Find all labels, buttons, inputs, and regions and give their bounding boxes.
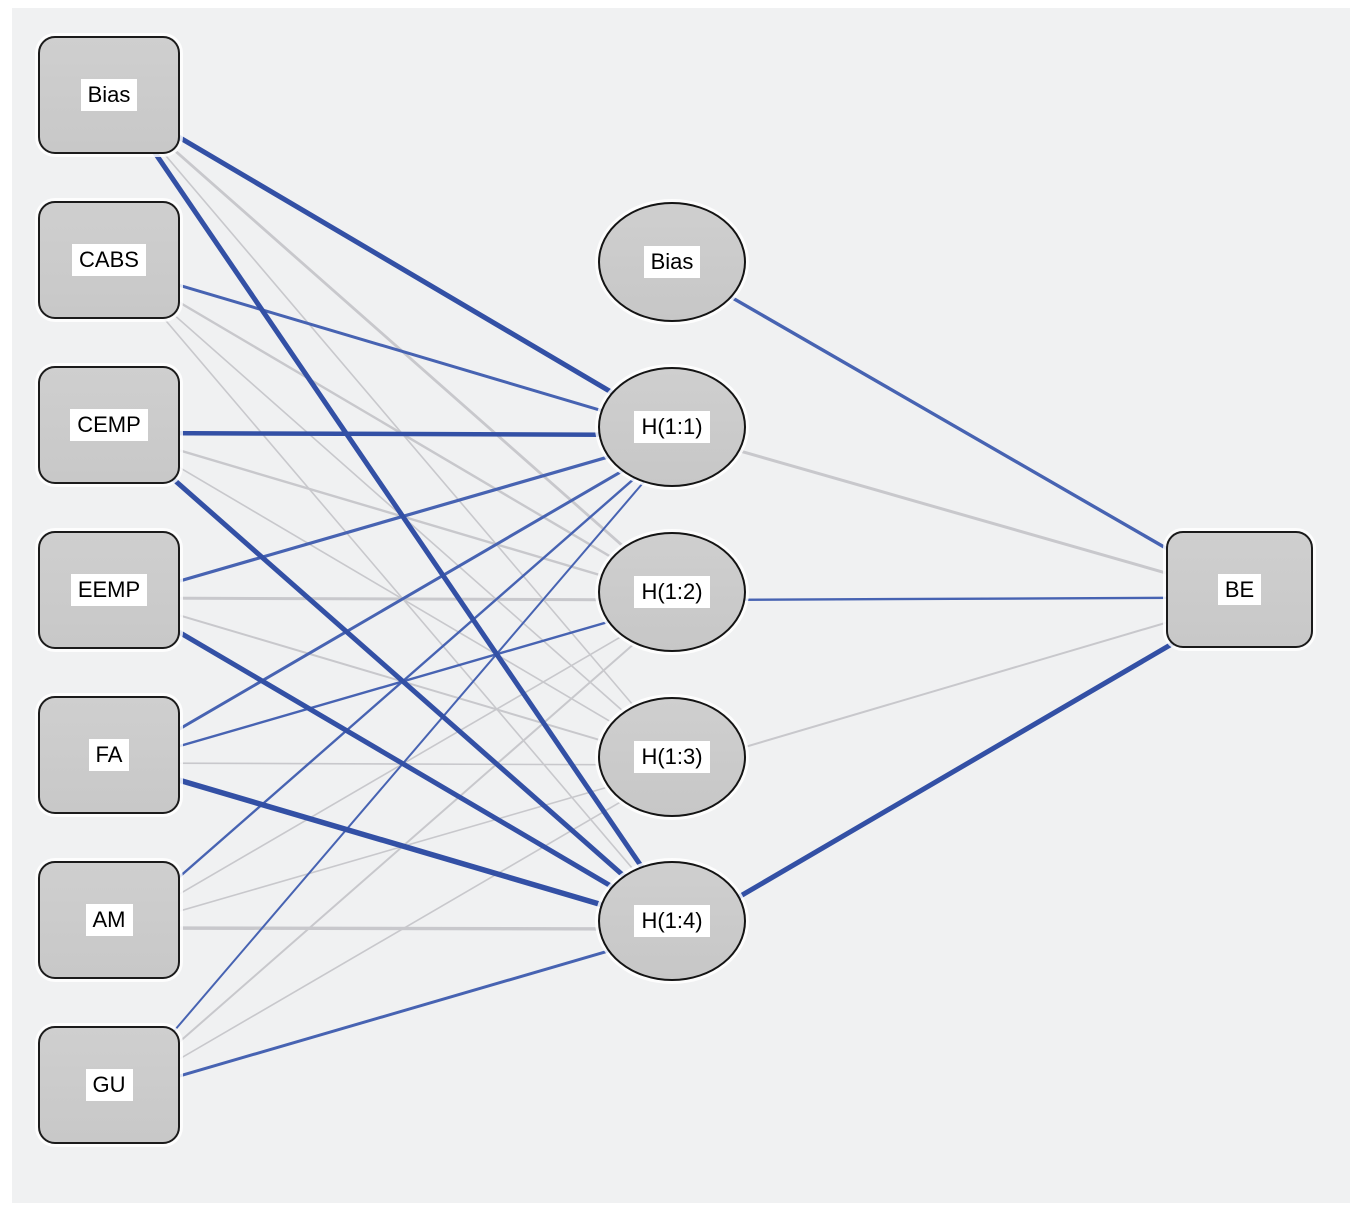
connection-bias_i-h12 bbox=[120, 101, 685, 602]
connection-gu-h12 bbox=[120, 599, 685, 1094]
connection-eemp-h13 bbox=[120, 597, 685, 766]
output-node-be: BE bbox=[1166, 531, 1313, 648]
node-label: EEMP bbox=[70, 574, 148, 606]
connection-fa-h14 bbox=[120, 760, 685, 932]
node-label: CEMP bbox=[70, 409, 148, 441]
connection-cabs-h13 bbox=[120, 267, 685, 766]
node-label: Bias bbox=[80, 79, 138, 111]
input-node-bias: Bias bbox=[38, 36, 180, 154]
hidden-node-bias: Bias bbox=[598, 202, 746, 322]
node-label: GU bbox=[85, 1069, 133, 1101]
node-label: BE bbox=[1217, 573, 1262, 606]
connection-cemp-h14 bbox=[119, 431, 686, 931]
node-label: AM bbox=[85, 904, 133, 936]
hidden-node-h1-2: H(1:2) bbox=[598, 532, 746, 652]
input-node-am: AM bbox=[38, 861, 180, 979]
input-node-cabs: CABS bbox=[38, 201, 180, 319]
input-node-cemp: CEMP bbox=[38, 366, 180, 484]
input-node-gu: GU bbox=[38, 1026, 180, 1144]
hidden-node-h1-1: H(1:1) bbox=[598, 367, 746, 487]
connection-gu-h14 bbox=[120, 927, 685, 1095]
node-label: H(1:2) bbox=[634, 576, 710, 608]
node-label: H(1:3) bbox=[634, 741, 710, 773]
connection-eemp-h11 bbox=[120, 433, 685, 600]
node-label: CABS bbox=[72, 244, 146, 276]
connection-cemp-h12 bbox=[120, 431, 685, 602]
connection-cabs-h11 bbox=[120, 266, 685, 437]
input-node-fa: FA bbox=[38, 696, 180, 814]
node-label: H(1:4) bbox=[634, 905, 710, 937]
connection-am-h13 bbox=[120, 764, 685, 929]
hidden-node-h1-3: H(1:3) bbox=[598, 697, 746, 817]
node-label: FA bbox=[88, 739, 130, 771]
connection-h14-be bbox=[682, 595, 1253, 932]
input-node-eemp: EEMP bbox=[38, 531, 180, 649]
connection-bias_i-h14 bbox=[118, 101, 687, 931]
node-label: H(1:1) bbox=[634, 411, 710, 443]
connection-fa-h12 bbox=[120, 598, 685, 765]
node-label: Bias bbox=[643, 246, 701, 278]
connection-am-h11 bbox=[120, 434, 685, 929]
hidden-node-h1-4: H(1:4) bbox=[598, 861, 746, 981]
diagram-canvas: Bias CABS CEMP EEMP FA AM GU Bias H(1:1)… bbox=[12, 8, 1350, 1203]
